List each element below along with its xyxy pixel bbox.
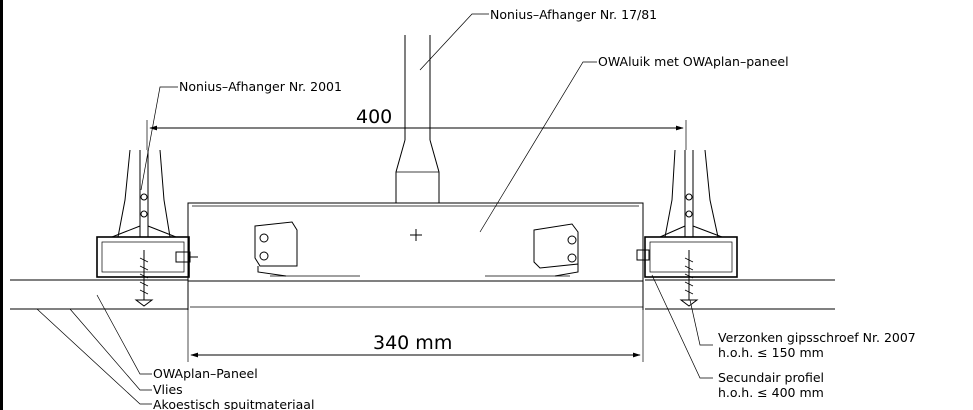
label-profile: Secundair profiel bbox=[718, 370, 824, 385]
ceiling-layers bbox=[10, 279, 835, 310]
label-spray: Akoestisch spuitmateriaal bbox=[153, 397, 314, 410]
dimension-top bbox=[146, 120, 687, 150]
hatch-box bbox=[187, 202, 644, 310]
label-profile-spacing: h.o.h. ≤ 400 mm bbox=[718, 385, 824, 400]
leader-lines bbox=[36, 13, 713, 405]
clip-right bbox=[533, 223, 579, 277]
label-hatch: OWAluik met OWAplan–paneel bbox=[598, 54, 789, 69]
central-hanger bbox=[395, 35, 440, 203]
label-hanger-left: Nonius–Afhanger Nr. 2001 bbox=[179, 79, 342, 94]
profile-right bbox=[636, 149, 738, 307]
frame-edge bbox=[0, 0, 3, 410]
dimension-top-label: 400 bbox=[356, 106, 392, 128]
label-hanger-top: Nonius–Afhanger Nr. 17/81 bbox=[490, 7, 657, 22]
dimension-bottom bbox=[187, 310, 644, 362]
profile-left bbox=[96, 149, 198, 307]
label-screw-spacing: h.o.h. ≤ 150 mm bbox=[718, 345, 824, 360]
label-screw: Verzonken gipsschroef Nr. 2007 bbox=[718, 330, 916, 345]
label-fleece: Vlies bbox=[153, 382, 183, 397]
dimension-bottom-label: 340 mm bbox=[373, 332, 452, 354]
label-panel: OWAplan–Paneel bbox=[153, 366, 258, 381]
clip-left bbox=[254, 221, 298, 277]
